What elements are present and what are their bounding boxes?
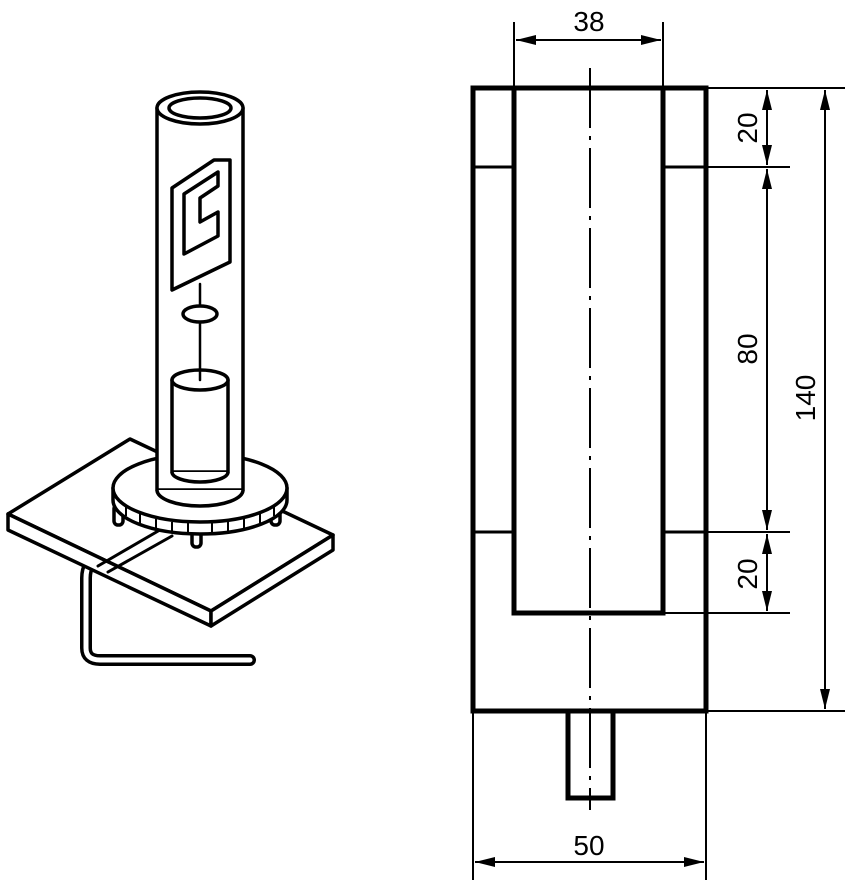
- ring-electrode: [181, 304, 219, 324]
- dimension-lower-segment: 20: [732, 534, 772, 611]
- dim-label-bottom-width: 50: [573, 830, 604, 861]
- dim-label-lower-segment: 20: [732, 558, 763, 589]
- extension-lines-right: [663, 87, 845, 712]
- dim-label-upper-segment: 20: [732, 112, 763, 143]
- inner-bore: [511, 88, 666, 616]
- orthographic-view: 38 50 20 80 20: [470, 6, 845, 880]
- cathode-cylinder: [170, 368, 230, 484]
- isometric-view: [6, 90, 335, 666]
- dimension-middle-segment: 80: [732, 169, 772, 530]
- grid-electrode: [170, 158, 232, 292]
- dim-label-total-height: 140: [790, 375, 821, 422]
- dimension-total-height: 140: [790, 90, 830, 709]
- dimension-upper-segment: 20: [732, 90, 772, 165]
- dim-label-middle-segment: 80: [732, 333, 763, 364]
- dim-label-top-width: 38: [573, 6, 604, 37]
- dimension-bottom-width: 50: [472, 711, 707, 880]
- dimension-top-width: 38: [513, 6, 664, 88]
